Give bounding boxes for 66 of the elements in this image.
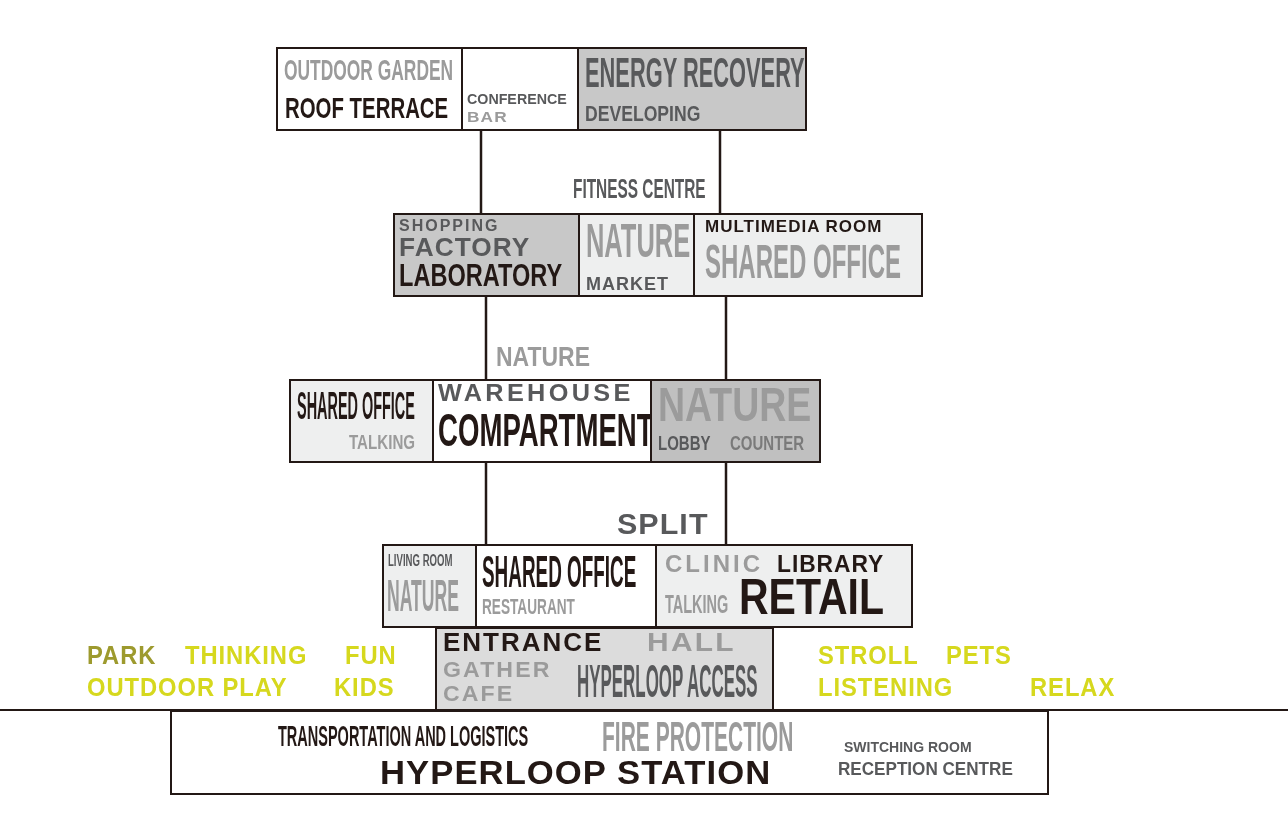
space-box	[577, 47, 807, 131]
space-box	[435, 627, 774, 711]
space-label: WAREHOUSE	[438, 382, 634, 405]
space-label: LIVING ROOM	[388, 553, 453, 569]
space-label: TALKING	[349, 431, 416, 452]
floating-label: NATURE	[496, 343, 590, 371]
space-label: ENERGY RECOVERY	[585, 52, 805, 94]
activity-label: STROLL	[818, 643, 919, 668]
space-label: OUTDOOR GARDEN	[284, 55, 454, 85]
activity-label: FUN	[345, 643, 397, 668]
space-box	[693, 213, 923, 297]
activity-label: KIDS	[334, 675, 395, 700]
space-label: SWITCHING ROOM	[844, 740, 972, 754]
space-label: LABORATORY	[399, 260, 563, 291]
activity-label: RELAX	[1030, 675, 1116, 700]
space-label: LOBBY	[658, 433, 711, 453]
connector-line	[724, 463, 728, 544]
activity-label: LISTENING	[818, 675, 954, 700]
space-label: DEVELOPING	[585, 103, 701, 125]
space-label: MULTIMEDIA ROOM	[705, 218, 883, 235]
space-label: TALKING	[665, 592, 729, 617]
connector-line	[484, 463, 488, 544]
space-label: CONFERENCE	[467, 91, 567, 106]
space-label: RECEPTION CENTRE	[838, 759, 1013, 778]
connector-line	[724, 297, 728, 379]
connector-line	[484, 297, 488, 379]
activity-label: THINKING	[185, 643, 308, 668]
space-box	[432, 379, 652, 463]
space-box	[393, 213, 580, 297]
space-label: TRANSPORTATION AND LOGISTICS	[278, 722, 529, 751]
space-label: HYPERLOOP ACCESS	[577, 657, 758, 704]
space-label: SHARED OFFICE	[705, 238, 901, 286]
space-box	[276, 47, 463, 131]
connector-line	[479, 131, 483, 213]
space-label: MARKET	[586, 275, 669, 293]
space-box	[289, 379, 434, 463]
activity-label: OUTDOOR PLAY	[87, 675, 288, 700]
connector-line	[718, 131, 722, 213]
activity-label: PARK	[87, 643, 157, 668]
space-label: FIRE PROTECTION	[602, 716, 794, 758]
space-label: NATURE	[586, 217, 691, 265]
space-label: GATHER	[443, 659, 552, 681]
activity-label: PETS	[946, 643, 1012, 668]
space-label: ROOF TERRACE	[285, 93, 449, 123]
space-label: BAR	[467, 109, 508, 124]
space-box	[382, 544, 477, 628]
space-box	[650, 379, 821, 463]
floating-label: FITNESS CENTRE	[573, 176, 706, 203]
space-label: COUNTER	[730, 433, 805, 453]
space-label: RESTAURANT	[482, 596, 575, 618]
space-label: HALL	[647, 629, 736, 655]
space-label: FACTORY	[399, 235, 531, 260]
space-box	[170, 710, 1049, 795]
space-box	[655, 544, 913, 628]
space-box	[461, 47, 579, 131]
space-label: COMPARTMENT	[438, 407, 654, 453]
floating-label: SPLIT	[617, 510, 709, 539]
space-label: NATURE	[387, 574, 459, 618]
space-box	[475, 544, 657, 628]
space-label: CAFE	[443, 683, 515, 705]
space-label: HYPERLOOP STATION	[380, 756, 772, 789]
space-label: SHOPPING	[399, 218, 500, 234]
space-label: SHARED OFFICE	[482, 549, 637, 594]
space-label: SHARED OFFICE	[297, 387, 415, 425]
space-label: ENTRANCE	[443, 629, 604, 655]
space-box	[578, 213, 695, 297]
